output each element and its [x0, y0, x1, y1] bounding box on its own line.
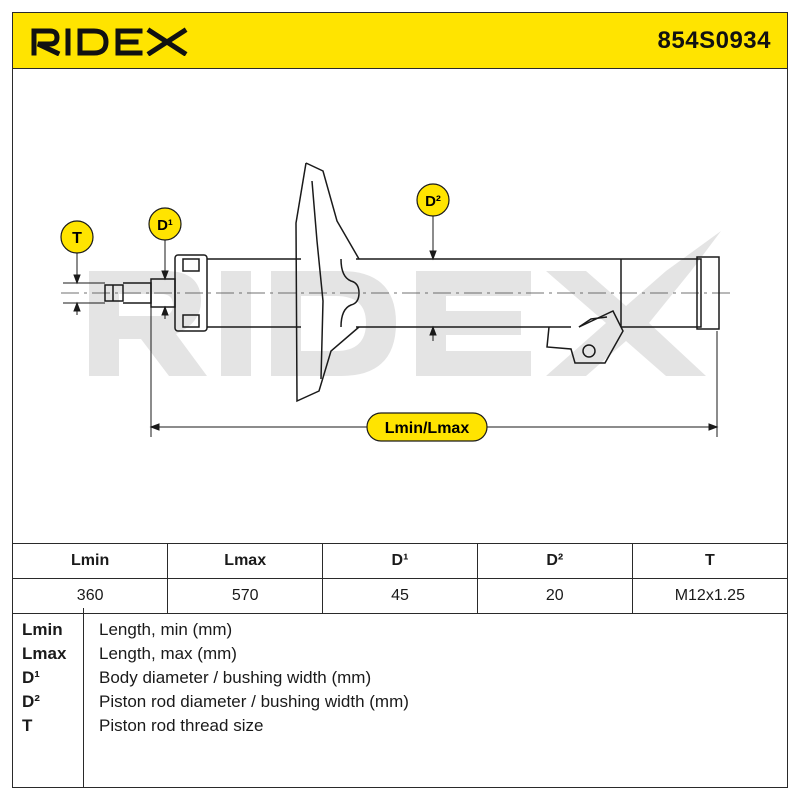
legend-key: Lmin — [22, 620, 63, 639]
thread-stub — [104, 284, 124, 302]
ridex-logo — [31, 27, 188, 56]
legend-desc: Piston rod thread size — [99, 716, 264, 735]
watermark-logo — [89, 231, 721, 376]
legend-desc: Length, min (mm) — [99, 620, 233, 639]
header-t: T — [631, 543, 787, 579]
legend-divider — [83, 608, 84, 787]
value-lmin: 360 — [13, 578, 169, 614]
legend-key: T — [22, 716, 33, 735]
legend-desc: Length, max (mm) — [99, 644, 237, 663]
value-lmax: 570 — [167, 578, 324, 614]
specs-table: Lmin Lmax D¹ D² T 360 570 45 20 M12x1.25 — [13, 543, 787, 614]
callout-d2-label: D² — [425, 193, 441, 210]
header-d1: D¹ — [322, 543, 478, 579]
legend-key: Lmax — [22, 644, 67, 663]
legend-desc: Piston rod diameter / bushing width (mm) — [99, 692, 409, 711]
value-d2: 20 — [476, 578, 633, 614]
header-lmin: Lmin — [13, 543, 169, 579]
mounting-bracket — [546, 310, 624, 364]
specs-header-row: Lmin Lmax D¹ D² T — [13, 543, 787, 579]
callout-t: T — [60, 220, 94, 254]
callout-d1-label: D¹ — [157, 217, 173, 234]
legend-row-lmin: Lmin Length, min (mm) — [13, 620, 787, 644]
header-d2: D² — [476, 543, 633, 579]
legend-row-lmax: Lmax Length, max (mm) — [13, 644, 787, 668]
value-t: M12x1.25 — [631, 578, 787, 614]
specs-value-row: 360 570 45 20 M12x1.25 — [13, 578, 787, 614]
product-sheet: 854S0934 — [12, 12, 788, 788]
legend: Lmin Length, min (mm) Lmax Length, max (… — [13, 608, 787, 787]
spring-plate — [295, 162, 360, 403]
top-mount — [174, 254, 208, 332]
callout-length: Lmin/Lmax — [366, 412, 488, 442]
legend-key: D¹ — [22, 668, 40, 687]
legend-key: D² — [22, 692, 40, 711]
legend-row-t: T Piston rod thread size — [13, 716, 787, 740]
callout-d1: D¹ — [148, 207, 182, 241]
legend-row-d1: D¹ Body diameter / bushing width (mm) — [13, 668, 787, 692]
callout-length-label: Lmin/Lmax — [385, 420, 470, 437]
legend-row-d2: D² Piston rod diameter / bushing width (… — [13, 692, 787, 716]
body-outline — [207, 258, 301, 328]
part-number: 854S0934 — [657, 27, 771, 54]
legend-desc: Body diameter / bushing width (mm) — [99, 668, 372, 687]
header-bar: 854S0934 — [13, 13, 787, 69]
value-d1: 45 — [322, 578, 478, 614]
header-lmax: Lmax — [167, 543, 324, 579]
technical-drawing: T D¹ D² Lmin/Lmax — [13, 69, 787, 543]
callout-d2: D² — [416, 183, 450, 217]
callout-t-label: T — [72, 230, 82, 247]
